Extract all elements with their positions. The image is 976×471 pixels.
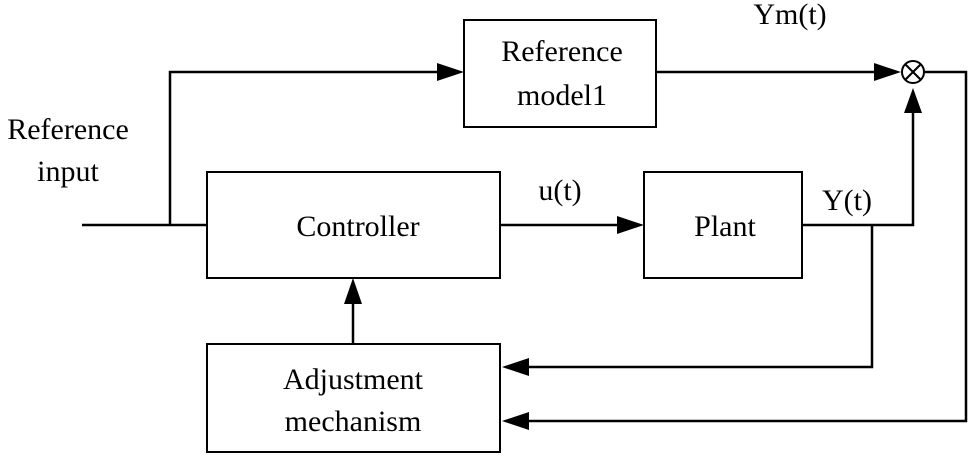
arrow-into-adjustment-lower bbox=[502, 412, 529, 430]
adjustment-label-line2: mechanism bbox=[285, 405, 422, 438]
plant-feedback-wire bbox=[526, 225, 874, 369]
controller-block bbox=[206, 171, 501, 279]
model-output-label: Ym(t) bbox=[753, 0, 826, 31]
reference-input-label-line1: Reference bbox=[7, 113, 129, 146]
error-feedback-wire bbox=[526, 70, 968, 423]
plant-output-wire bbox=[802, 108, 915, 227]
arrow-into-adjustment-upper bbox=[502, 358, 529, 376]
branch-to-reference-model-wire bbox=[168, 70, 442, 225]
reference-model-label-line2: model1 bbox=[517, 79, 607, 112]
adjustment-mechanism-block bbox=[206, 343, 501, 453]
adjustment-label-line1: Adjustment bbox=[283, 363, 424, 396]
plant-label: Plant bbox=[694, 210, 756, 243]
controller-label: Controller bbox=[296, 210, 419, 243]
arrow-into-reference-model bbox=[437, 63, 464, 81]
arrow-into-comparator-left bbox=[874, 63, 901, 81]
comparator-junction bbox=[901, 60, 925, 84]
control-signal-label: u(t) bbox=[538, 174, 581, 207]
reference-model-block bbox=[463, 19, 657, 128]
reference-model-label-line1: Reference bbox=[501, 35, 623, 68]
plant-output-label: Y(t) bbox=[822, 184, 872, 217]
arrow-into-controller bbox=[344, 278, 362, 304]
reference-input-label-line2: input bbox=[37, 155, 99, 188]
arrow-into-plant bbox=[617, 216, 644, 234]
plant-block bbox=[643, 171, 803, 279]
arrow-into-comparator-bottom bbox=[904, 88, 922, 113]
